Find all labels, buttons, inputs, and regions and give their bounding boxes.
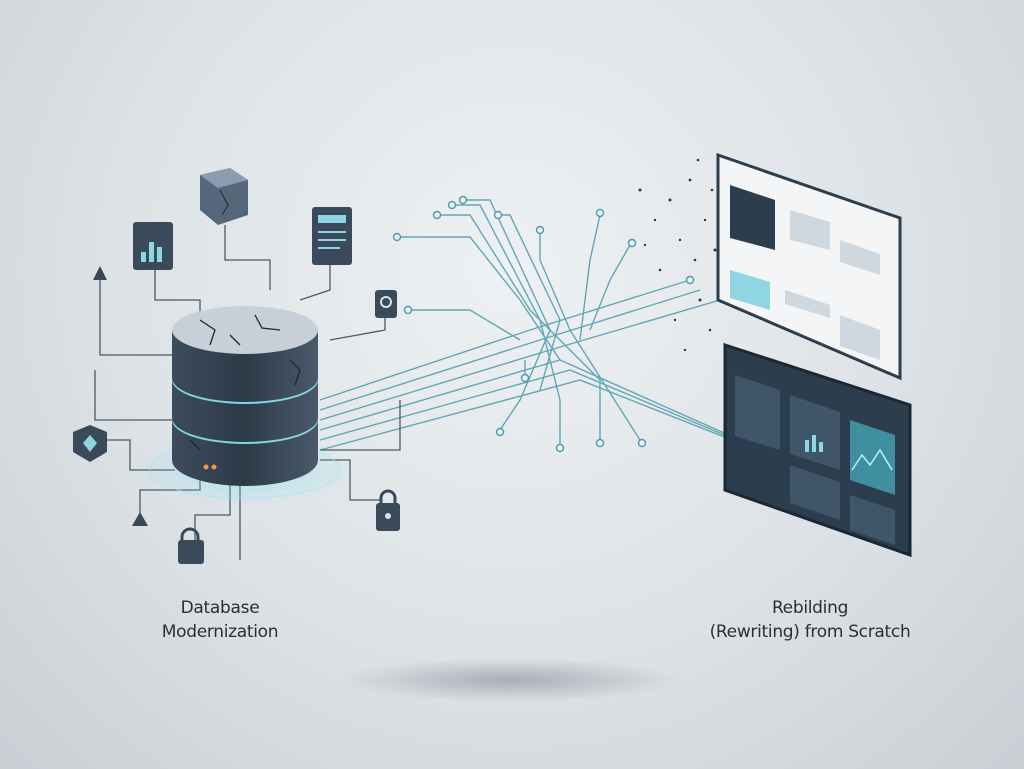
db-connectors (94, 225, 401, 560)
bar-chart-icon (133, 222, 173, 270)
shield-hex-icon (73, 425, 107, 462)
screen-bottom-dark (723, 342, 912, 558)
label-database-modernization: Database Modernization (120, 596, 320, 644)
broken-block-icon (200, 168, 248, 225)
circuit-nodes (392, 195, 695, 453)
label-line: Database (180, 598, 260, 618)
screen-top-light (716, 152, 902, 381)
label-line: (Rewriting) from Scratch (709, 622, 911, 642)
arrow-up-icon (93, 266, 107, 280)
label-rebuilding-from-scratch: Rebilding (Rewriting) from Scratch (690, 596, 930, 644)
document-icon (312, 207, 352, 265)
particles (638, 158, 717, 352)
floor-shadow (340, 658, 680, 702)
arrow-triangle-icon (132, 512, 148, 526)
circuit-lines (319, 199, 771, 456)
padlock-icon (178, 527, 204, 564)
label-line: Modernization (161, 622, 279, 642)
padlock-icon-right (376, 489, 400, 531)
label-line: Rebilding (771, 598, 849, 618)
database-cylinder (135, 306, 355, 505)
lock-icon (375, 290, 397, 318)
